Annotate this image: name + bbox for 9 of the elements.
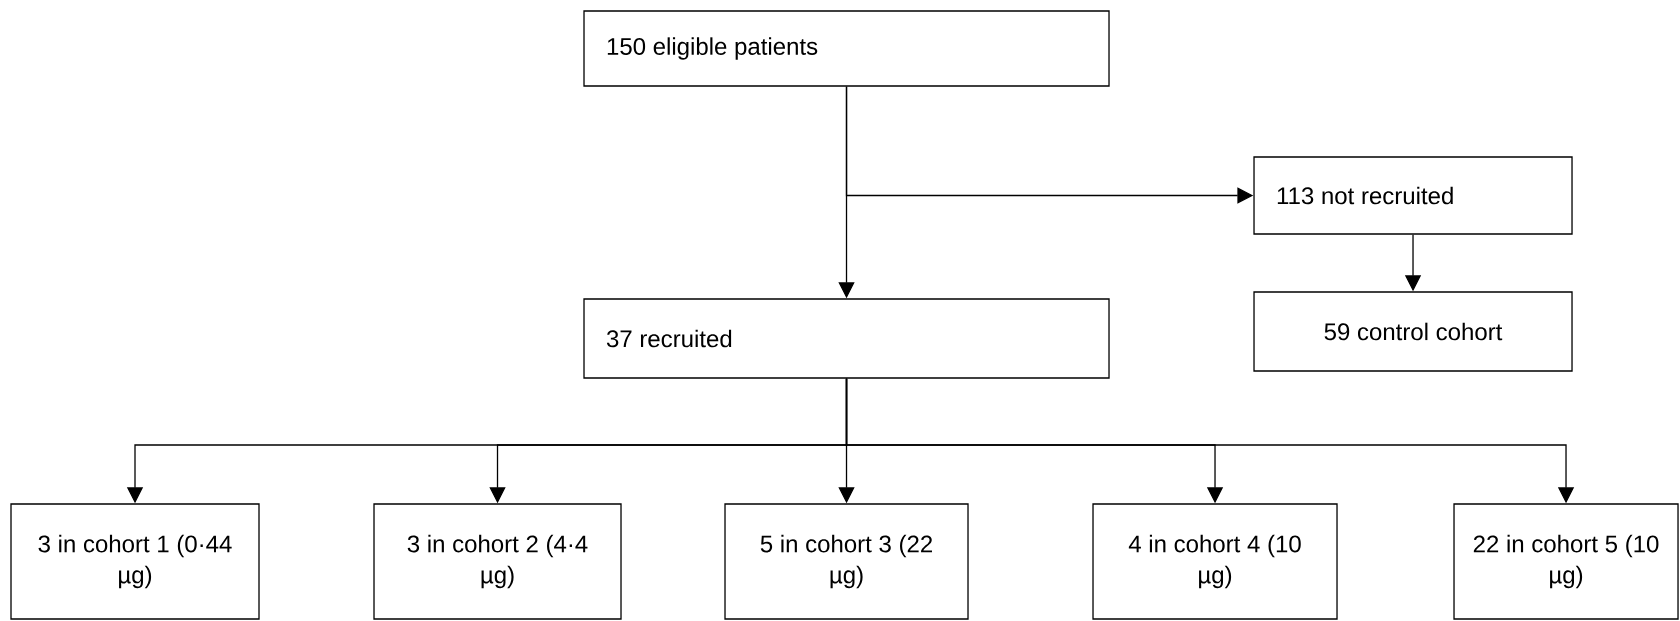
flow-box: 3 in cohort 2 (4·4 µg): [373, 503, 622, 620]
flow-box: 150 eligible patients: [583, 10, 1110, 87]
flow-box: 59 control cohort: [1253, 291, 1573, 372]
flow-box: 22 in cohort 5 (10 µg): [1453, 503, 1679, 620]
flow-box: 4 in cohort 4 (10 µg): [1092, 503, 1338, 620]
flow-box: 37 recruited: [583, 298, 1110, 379]
flow-box: 113 not recruited: [1253, 156, 1573, 235]
flow-box: 5 in cohort 3 (22 µg): [724, 503, 969, 620]
flow-box: 3 in cohort 1 (0·44 µg): [10, 503, 260, 620]
